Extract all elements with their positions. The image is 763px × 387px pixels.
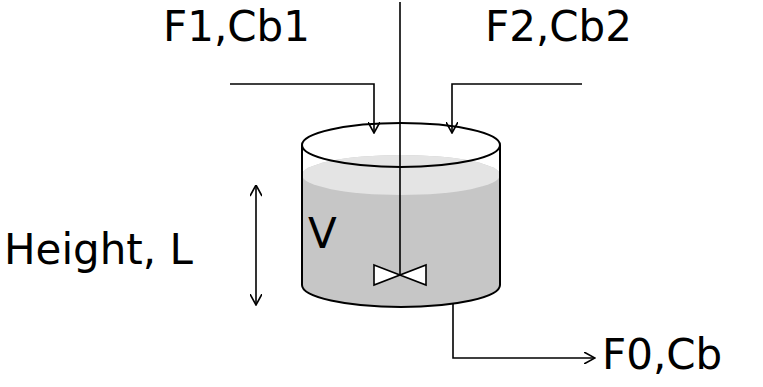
tank-vessel: V — [298, 120, 504, 312]
stirrer-shaft — [399, 2, 401, 275]
outlet-arrow — [453, 300, 594, 358]
dimension-label: Height, L — [4, 229, 193, 271]
volume-label: V — [308, 213, 337, 255]
tank-rim — [302, 123, 500, 167]
liquid — [302, 155, 500, 307]
inlet-label: F1,Cb1 — [163, 6, 310, 48]
inlet-arrow — [452, 84, 582, 132]
height-arrow — [255, 186, 257, 304]
outlet-label: F0,Cb — [602, 334, 722, 376]
impeller — [374, 265, 426, 285]
inlet-label: F2,Cb2 — [485, 6, 632, 48]
tank-wall — [302, 145, 500, 307]
